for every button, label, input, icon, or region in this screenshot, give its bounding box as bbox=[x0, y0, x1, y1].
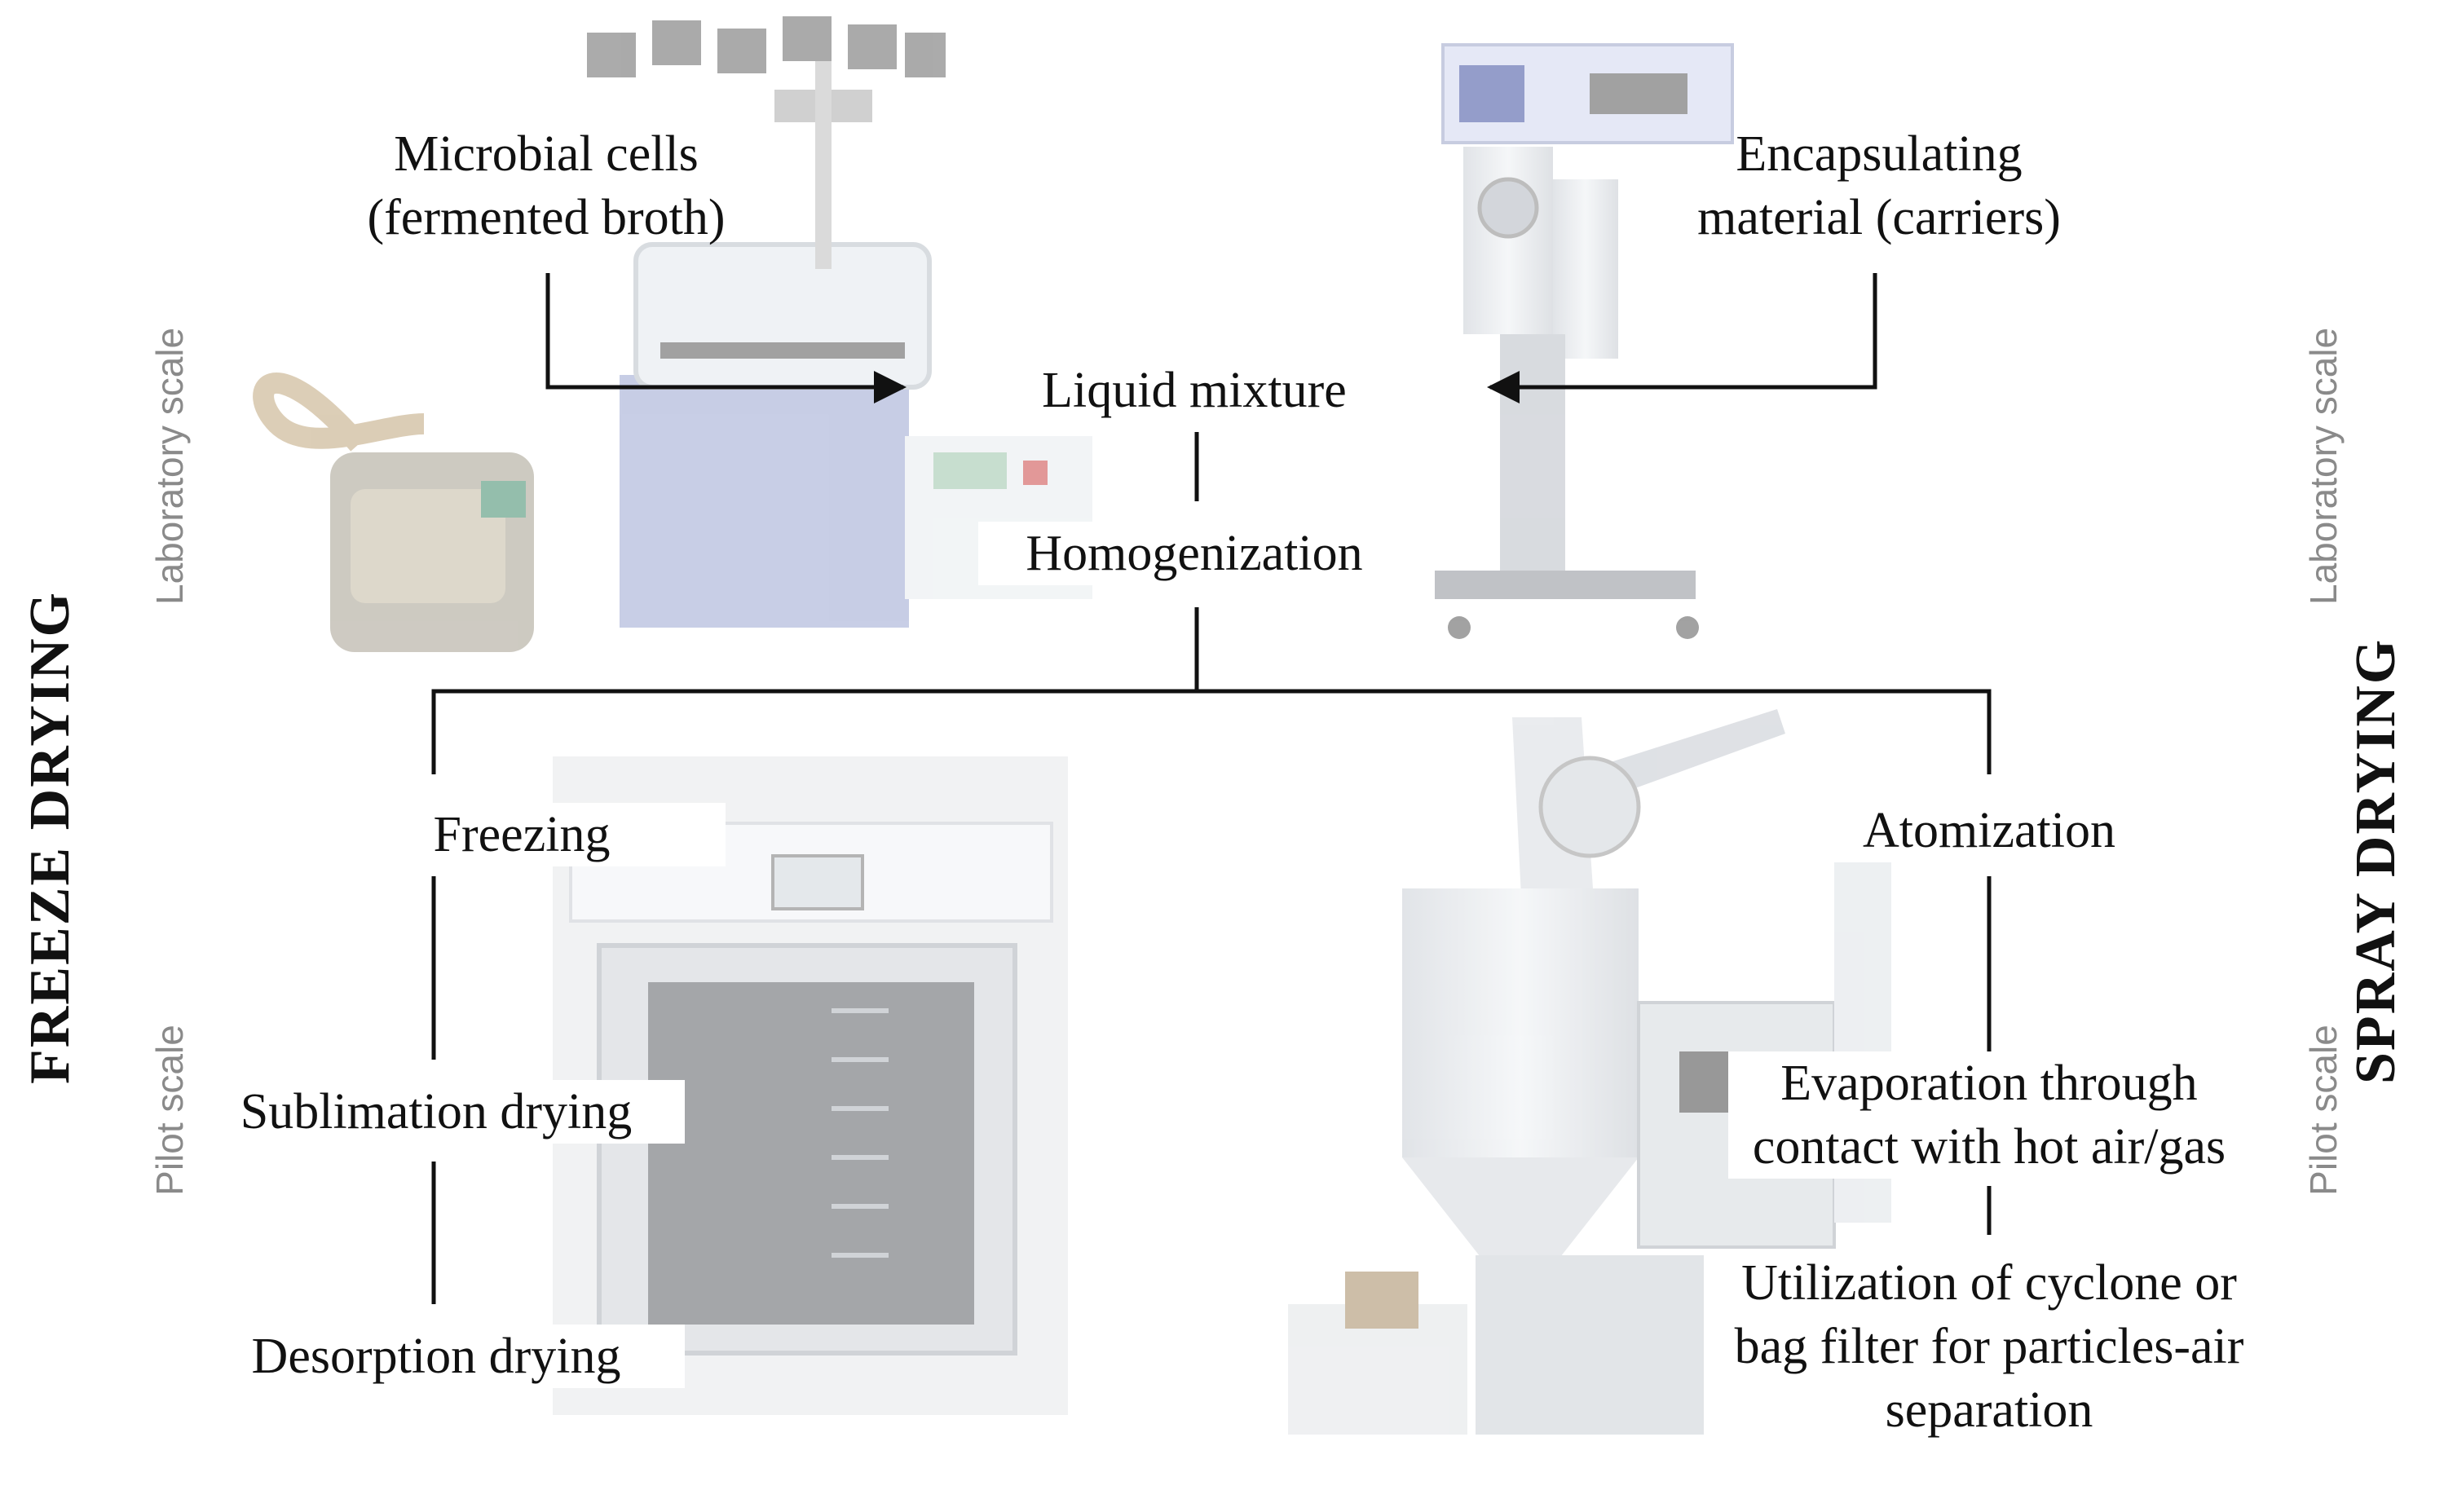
evaporation-step: Evaporation through contact with hot air… bbox=[1728, 1051, 2250, 1179]
scale-label-top-right: Laboratory scale bbox=[2302, 327, 2345, 605]
freeze-drying-title: FREEZE DRYING bbox=[19, 590, 82, 1084]
branch-line bbox=[431, 689, 1992, 774]
homogenization-label: Homogenization bbox=[978, 522, 1410, 585]
scale-label-top-left: Laboratory scale bbox=[148, 327, 191, 605]
lab-freeze-dryer-photo bbox=[253, 16, 1092, 652]
lab-spray-dryer-photo bbox=[1435, 43, 1734, 639]
separation-step: Utilization of cyclone or bag filter for… bbox=[1704, 1251, 2274, 1442]
freezing-step: Freezing bbox=[318, 803, 726, 866]
spray-drying-title: SPRAY DRYING bbox=[2345, 637, 2407, 1084]
pilot-freeze-dryer-photo bbox=[553, 756, 1068, 1415]
encapsulating-material-label: Encapsulating material (carriers) bbox=[1697, 126, 2061, 245]
arrow-microbial-cells bbox=[545, 273, 907, 403]
arrow-encapsulating-material bbox=[1487, 273, 1877, 403]
atomization-step: Atomization bbox=[1793, 799, 2185, 862]
connector-lines bbox=[431, 273, 1992, 1304]
scale-label-bottom-right: Pilot scale bbox=[2302, 1025, 2345, 1196]
liquid-mixture-label: Liquid mixture bbox=[978, 359, 1410, 422]
microbial-cells-label: Microbial cells (fermented broth) bbox=[367, 126, 726, 245]
scale-label-bottom-left: Pilot scale bbox=[148, 1025, 191, 1196]
sublimation-drying-step: Sublimation drying bbox=[187, 1080, 685, 1144]
desorption-drying-step: Desorption drying bbox=[187, 1325, 685, 1388]
